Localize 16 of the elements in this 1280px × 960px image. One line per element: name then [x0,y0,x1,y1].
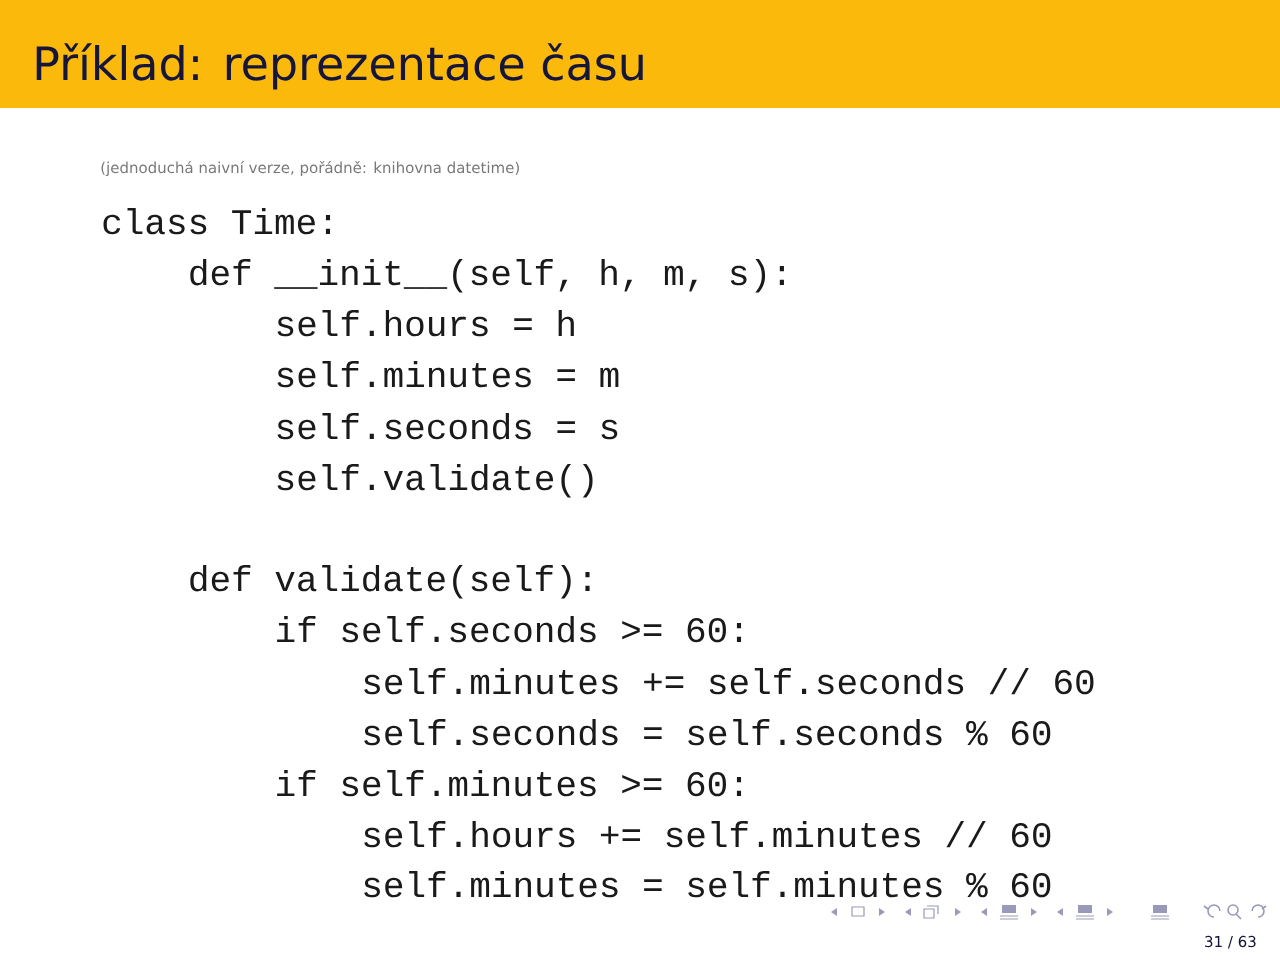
code-line: class Time: [103,207,331,235]
title-bar: Příklad: reprezentace času [0,0,1280,108]
code-line: self.seconds = self.seconds % 60 [364,718,1051,746]
code-line: def __init__(self, h, m, s): [190,258,784,293]
code-line: self.minutes = m [277,360,619,388]
code-line: self.minutes = self.minutes % 60 [364,870,1051,898]
code-line: self.validate() [277,463,593,498]
code-line: self.seconds = s [277,412,618,440]
page-number: 31 / 63 [1205,935,1256,949]
subtitle: (jednoduchá naivní verze, pořádně: knihovna datetime) [101,161,519,177]
code-line: def validate(self): [190,564,590,599]
code-line: if self.seconds >= 60: [277,615,742,643]
code-line: if self.minutes >= 60: [277,769,742,797]
code-line: self.hours += self.minutes // 60 [364,820,1051,848]
code-line: self.hours = h [277,309,574,337]
code-line: self.minutes += self.seconds // 60 [364,667,1094,695]
